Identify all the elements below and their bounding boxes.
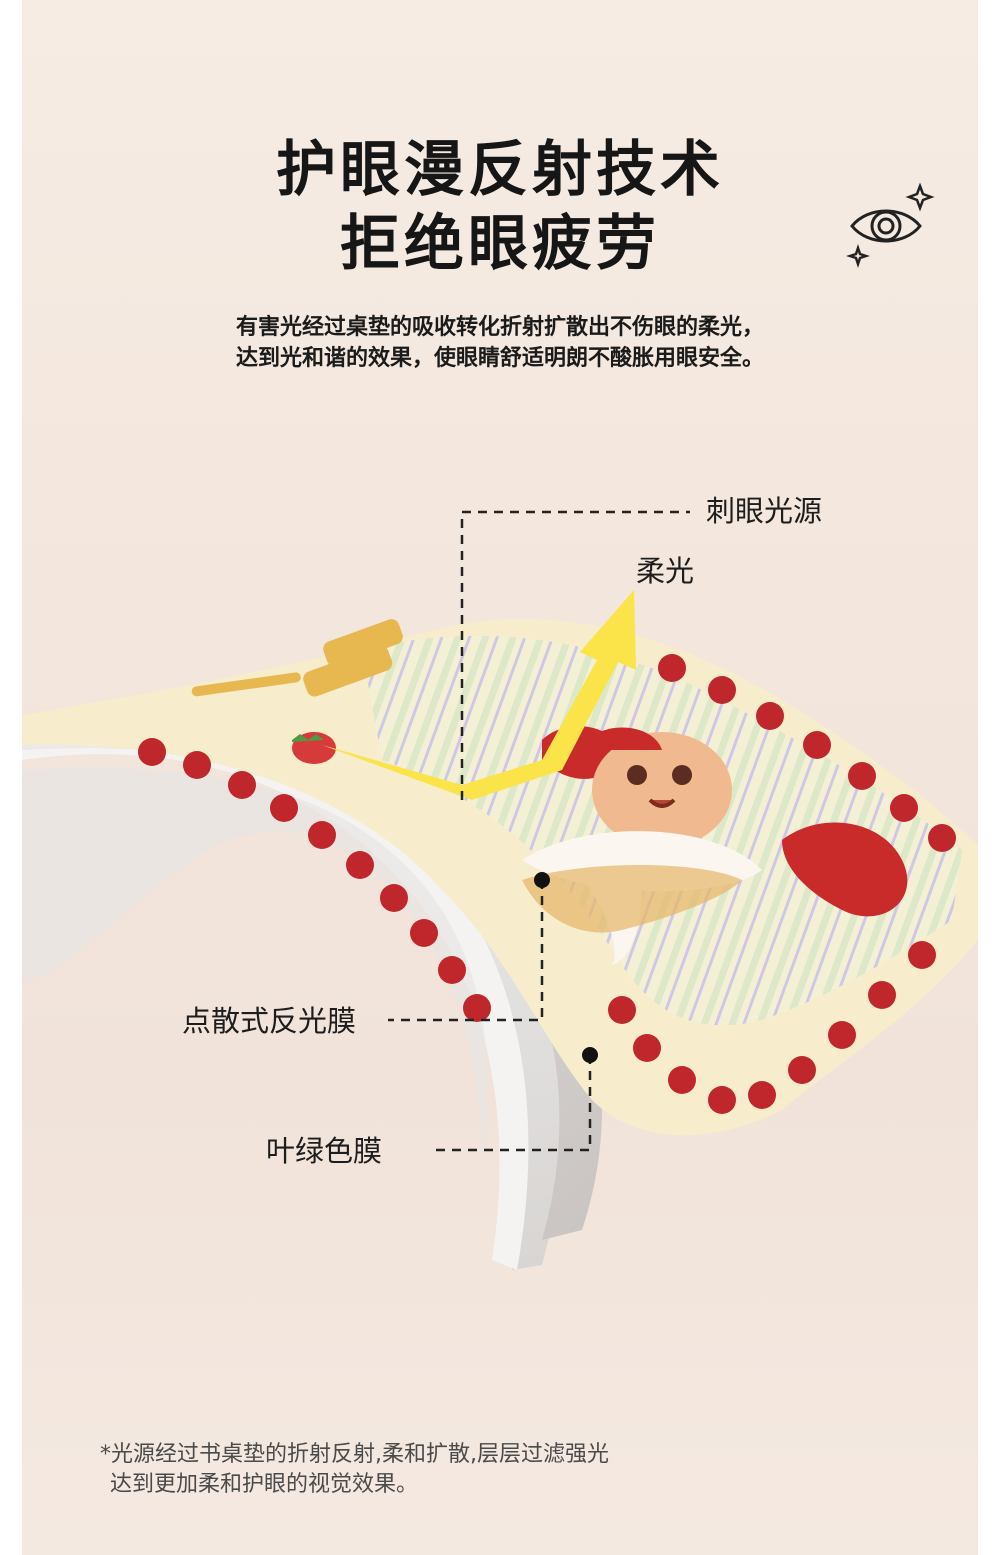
- callout-line-green-film: [434, 1055, 592, 1152]
- headline-line2: 拒绝眼疲劳: [340, 209, 660, 279]
- label-green-film: 叶绿色膜: [266, 1134, 383, 1168]
- headline-line1: 护眼漫反射技术: [276, 135, 724, 205]
- soft-light-arrow: [322, 590, 636, 800]
- footnote-line1: *光源经过书桌垫的折射反射,柔和扩散,层层过滤强光: [100, 1442, 609, 1467]
- callout-line-dot-film: [388, 880, 544, 1022]
- callout-dot-green-film: [582, 1047, 598, 1063]
- eye-sparkle-icon: [846, 182, 935, 268]
- description-line2: 达到光和谐的效果，使眼睛舒适明朗不酸胀用眼安全。: [235, 346, 764, 371]
- label-dot-reflective-film: 点散式反光膜: [182, 1004, 357, 1038]
- description-line1: 有害光经过桌垫的吸收转化折射扩散出不伤眼的柔光，: [235, 315, 764, 340]
- red-scallop-border: [138, 654, 956, 1114]
- mat-lettering-decoration: [191, 619, 403, 697]
- footnote-line2: 达到更加柔和护眼的视觉效果。: [110, 1472, 419, 1497]
- product-feature-page: 护眼漫反射技术 拒绝眼疲劳 有害光经过桌垫的吸收转化折射扩散出不伤眼的柔光， 达…: [22, 0, 978, 1555]
- cartoon-character: [522, 726, 908, 965]
- callout-dot-dot-film: [534, 872, 550, 888]
- label-glare-light: 刺眼光源: [706, 494, 823, 528]
- label-soft-light: 柔光: [636, 554, 695, 588]
- desk-mat-illustration: [22, 510, 978, 1270]
- strawberry-decoration: [292, 732, 336, 764]
- callout-line-glare: [460, 510, 690, 800]
